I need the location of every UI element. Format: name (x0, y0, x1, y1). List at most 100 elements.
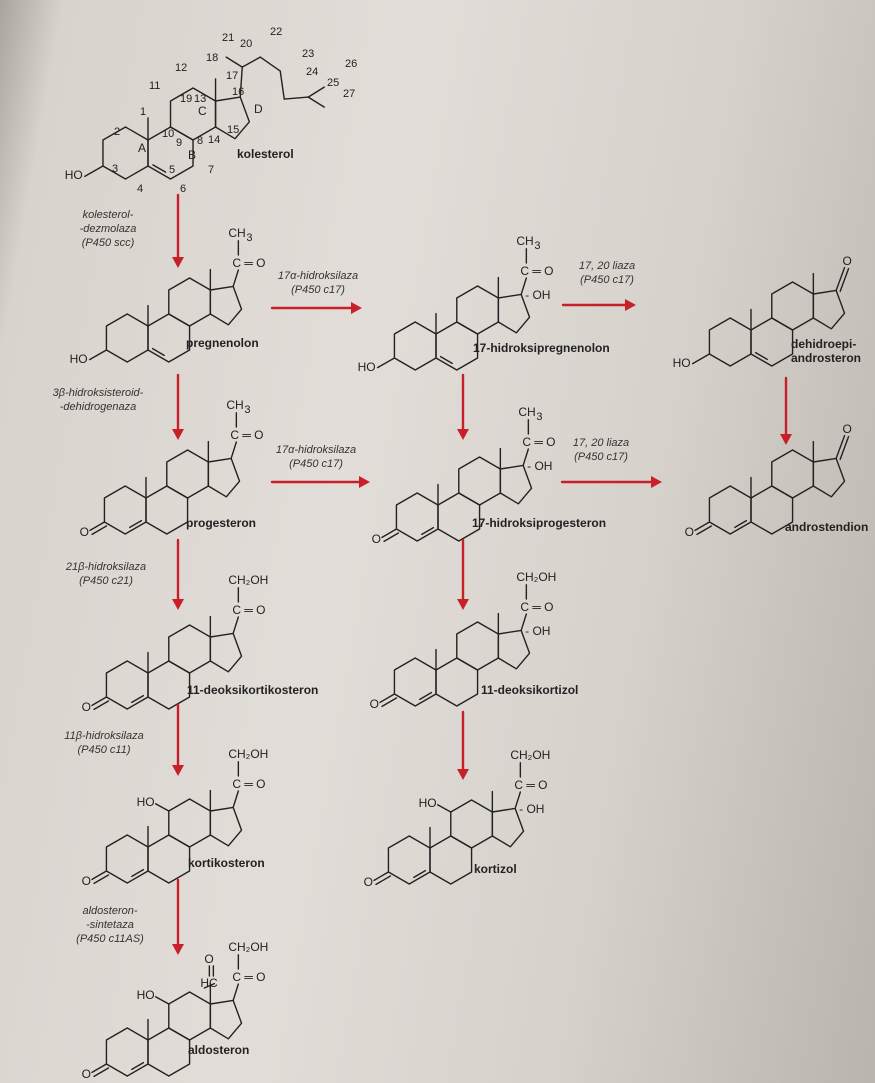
dehidroepiandrosteron-ring-b (750, 317, 794, 367)
kolesterol-carbon-26: 26 (345, 58, 358, 70)
deoksikortikosteron-ring-c (168, 624, 212, 674)
pregnenolon-ho-bond (88, 349, 108, 361)
kortizol-ring-c (450, 799, 494, 849)
aldosteron-ho11-bond (154, 996, 170, 1005)
androstendion-keto-bond-2 (696, 525, 713, 536)
progesteron-ring-d (207, 457, 241, 498)
enzyme-kolesterol-dezmolaza: kolesterol- -dezmolaza (P450 scc) (79, 209, 137, 249)
kolesterol-carbon-3: 3 (112, 163, 119, 175)
kortikosteron-ho11-label: HO (136, 794, 155, 809)
hidroksipregnenolon-ho-bond (376, 357, 396, 369)
kolesterol-carbon-9: 9 (176, 137, 183, 149)
dehidroepiandrosteron-ho-bond (691, 353, 711, 365)
dehidroepiandrosteron-c17-keto-bond (835, 266, 846, 292)
compound-dehidroepiandrosteron: dehidroepi- androsteron (791, 337, 862, 365)
enzyme-17a-hidroksilaza-2: 17α-hidroksilaza (P450 c17) (275, 444, 357, 470)
kolesterol-side-1 (239, 66, 243, 98)
kortikosteron-keto-bond-2 (93, 874, 110, 885)
kolesterol-carbon-6: 6 (180, 183, 187, 195)
kolesterol-carbon-18: 18 (206, 52, 219, 64)
arrow-17ohpreg-dhea-head (625, 299, 636, 311)
pregnenolon-ho-label: HO (69, 351, 88, 366)
kolesterol-carbon-17: 17 (226, 70, 239, 82)
arrow-dhea-androstendion-head (780, 434, 792, 445)
kortikosteron-double-bond (131, 868, 145, 878)
kolesterol-carbon-14: 14 (208, 134, 221, 146)
deoksikortikosteron-ch2oh-label: CH₂OH (228, 572, 269, 587)
pregnenolon-ring-d (209, 285, 243, 326)
pregnenolon-c20-bond (232, 269, 240, 288)
progesteron-double-bond (129, 519, 143, 529)
kolesterol-carbon-8: 8 (197, 135, 204, 147)
deoksikortizol-ring-b (435, 657, 479, 707)
pregnenolon-double-bond (151, 347, 165, 357)
arrow-pregnenolon-17ohpreg-head (351, 302, 362, 314)
kortizol-oh17-label: - OH (519, 802, 545, 817)
kortizol-keto-bond-2 (375, 875, 392, 886)
hidroksiprogesteron-oh17-label: - OH (527, 459, 553, 474)
hidroksiprogesteron-c20-bond (522, 448, 530, 467)
enzyme-17a-hidroksilaza-1: 17α-hidroksilaza (P450 c17) (277, 270, 359, 296)
hidroksiprogesteron-ch3-sub: 3 (536, 410, 543, 423)
kolesterol-side-3 (259, 56, 281, 72)
androstendion-double-bond (734, 519, 748, 529)
kortikosteron-ho11-bond (154, 803, 170, 812)
progesteron-ring-a (103, 485, 147, 535)
dehidroepiandrosteron-ring-c (771, 281, 815, 331)
enzyme-21b-hidroksilaza: 21β-hidroksilaza (P450 c21) (65, 561, 147, 587)
progesteron-ch3-label: CH (226, 397, 244, 412)
compound-kolesterol: kolesterol (237, 147, 294, 161)
kortikosteron-keto-label: O (81, 874, 92, 889)
aldosteron-c20-label: C (232, 970, 242, 984)
deoksikortikosteron-c20-bond (232, 616, 240, 635)
deoksikortizol-c20-label: C (520, 600, 530, 614)
deoksikortizol-ring-c (456, 621, 500, 671)
aldosteron-double-bond (131, 1061, 145, 1071)
pregnenolon-ring-b (147, 313, 191, 363)
dehidroepiandrosteron-c17-keto-bond-2 (839, 267, 850, 293)
hidroksiprogesteron-c20-label: C (522, 435, 532, 449)
kortikosteron-ch2oh-label: CH₂OH (228, 746, 269, 761)
ring-letter-a: A (138, 141, 147, 155)
hidroksiprogesteron-ring-c (458, 456, 502, 506)
kolesterol-side-27 (307, 96, 325, 108)
deoksikortikosteron-keto-bond (91, 696, 108, 707)
hidroksiprogesteron-keto-label: O (371, 532, 382, 547)
arrow-kolesterol-pregnenolon-head (172, 257, 184, 268)
kortizol-keto-bond (373, 871, 390, 882)
kolesterol-carbon-21: 21 (222, 32, 235, 44)
aldosteron-keto-bond-2 (93, 1067, 110, 1078)
ring-letter-b: B (188, 148, 197, 162)
hidroksiprogesteron-keto-bond-2 (383, 532, 400, 543)
pregnenolon-ring-c (168, 277, 212, 327)
deoksikortizol-ring-d (497, 629, 531, 670)
enzyme-3b-hsd: 3β-hidroksisteroid- -dehidrogenaza (52, 387, 144, 413)
arrow-17ohprog-androstendion-head (651, 476, 662, 488)
deoksikortikosteron-keto-label: O (81, 700, 92, 715)
kolesterol-carbon-1: 1 (140, 106, 147, 118)
hidroksipregnenolon-oh17-label: - OH (525, 288, 551, 303)
hidroksipregnenolon-ch3-sub: 3 (534, 239, 541, 252)
kortikosteron-c20-oxo-label: ═ O (244, 777, 266, 791)
progesteron-ring-b (145, 485, 189, 535)
hidroksipregnenolon-ring-b (435, 321, 479, 371)
compound-11-deoksikortizol: 11-deoksikortizol (481, 683, 579, 697)
progesteron-ch3-sub: 3 (244, 403, 251, 416)
dehidroepiandrosteron-ring-d (812, 289, 846, 330)
hidroksiprogesteron-double-bond (421, 526, 435, 536)
kolesterol-carbon-13: 13 (194, 93, 207, 105)
dehidroepiandrosteron-ho-label: HO (672, 355, 691, 370)
aldosteron-c18-aldehyde-bond (203, 982, 216, 989)
arrow-doc-kortikosteron-head (172, 765, 184, 776)
kortizol-ch2oh-label: CH₂OH (510, 747, 551, 762)
hidroksipregnenolon-double-bond (439, 355, 453, 365)
kolesterol-carbon-4: 4 (137, 183, 144, 195)
kortikosteron-ring-c (168, 798, 212, 848)
kortikosteron-keto-bond (91, 870, 108, 881)
progesteron-c20-bond (230, 441, 238, 460)
arrow-pregnenolon-progesteron-head (172, 429, 184, 440)
deoksikortizol-double-bond (419, 691, 433, 701)
deoksikortizol-keto-bond (379, 693, 396, 704)
kolesterol-side-26 (307, 86, 325, 98)
